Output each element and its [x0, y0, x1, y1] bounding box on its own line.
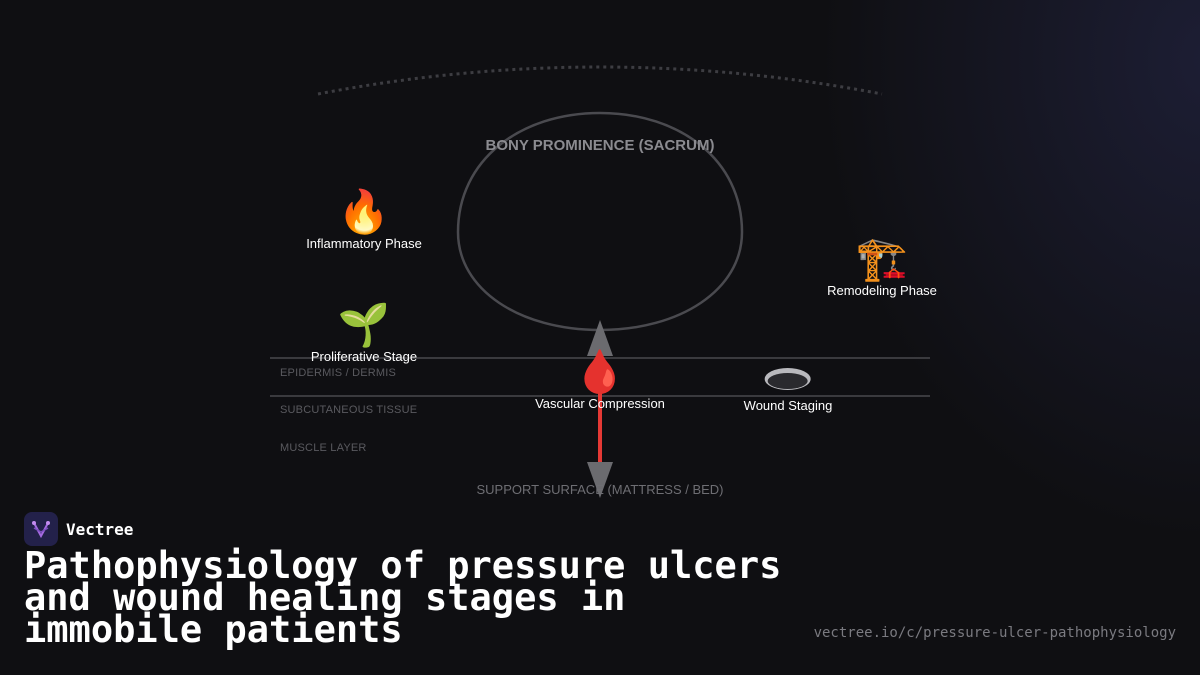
- pressure-arrow-up: [587, 320, 613, 356]
- vascular-label: Vascular Compression: [535, 396, 665, 411]
- layer-label-epidermis: EPIDERMIS / DERMIS: [280, 367, 397, 379]
- drop-of-blood-icon: 🩸: [573, 348, 627, 395]
- brand[interactable]: Vectree: [24, 512, 133, 546]
- body-surface-arc: [317, 65, 883, 96]
- inflammatory-label: Inflammatory Phase: [306, 236, 422, 251]
- node-proliferative: 🌱 Proliferative Stage: [311, 301, 417, 364]
- page-title: Pathophysiology of pressure ulcers and w…: [24, 544, 782, 651]
- support-surface-label: SUPPORT SURFACE (MATTRESS / BED): [476, 482, 724, 497]
- proliferative-label: Proliferative Stage: [310, 349, 418, 364]
- layer-label-subcutaneous: SUBCUTANEOUS TISSUE: [280, 404, 418, 416]
- page-url[interactable]: vectree.io/c/pressure-ulcer-pathophysiol…: [813, 625, 1176, 641]
- node-inflammatory: 🔥 Inflammatory Phase: [306, 188, 422, 251]
- layer-label-muscle: MUSCLE LAYER: [280, 442, 367, 454]
- brand-name: Vectree: [66, 519, 134, 539]
- wound-icon: [764, 368, 811, 390]
- node-remodeling: 🏗️ Remodeling Phase: [827, 235, 937, 298]
- pressure-arrow-down: [587, 462, 613, 498]
- fire-icon: 🔥: [337, 188, 391, 235]
- wound-label: Wound Staging: [743, 398, 833, 413]
- bony-prominence-label: BONY PROMINENCE (SACRUM): [485, 137, 715, 154]
- remodeling-label: Remodeling Phase: [827, 283, 937, 298]
- seedling-icon: 🌱: [337, 301, 391, 348]
- construction-crane-icon: 🏗️: [855, 235, 909, 282]
- vectree-logo-icon: [24, 512, 58, 546]
- node-vascular: 🩸 Vascular Compression: [535, 348, 665, 411]
- node-wound: Wound Staging: [743, 364, 833, 413]
